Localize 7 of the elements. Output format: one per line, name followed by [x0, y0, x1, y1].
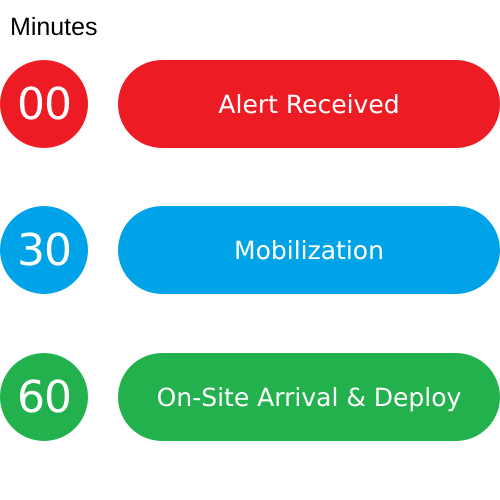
- step-label: Alert Received: [118, 60, 500, 148]
- step-label: Mobilization: [118, 206, 500, 294]
- step-label: On-Site Arrival & Deploy: [118, 353, 500, 441]
- minute-badge: 60: [0, 353, 88, 441]
- minute-badge: 00: [0, 60, 88, 148]
- title: Minutes: [10, 14, 98, 42]
- minute-badge: 30: [0, 206, 88, 294]
